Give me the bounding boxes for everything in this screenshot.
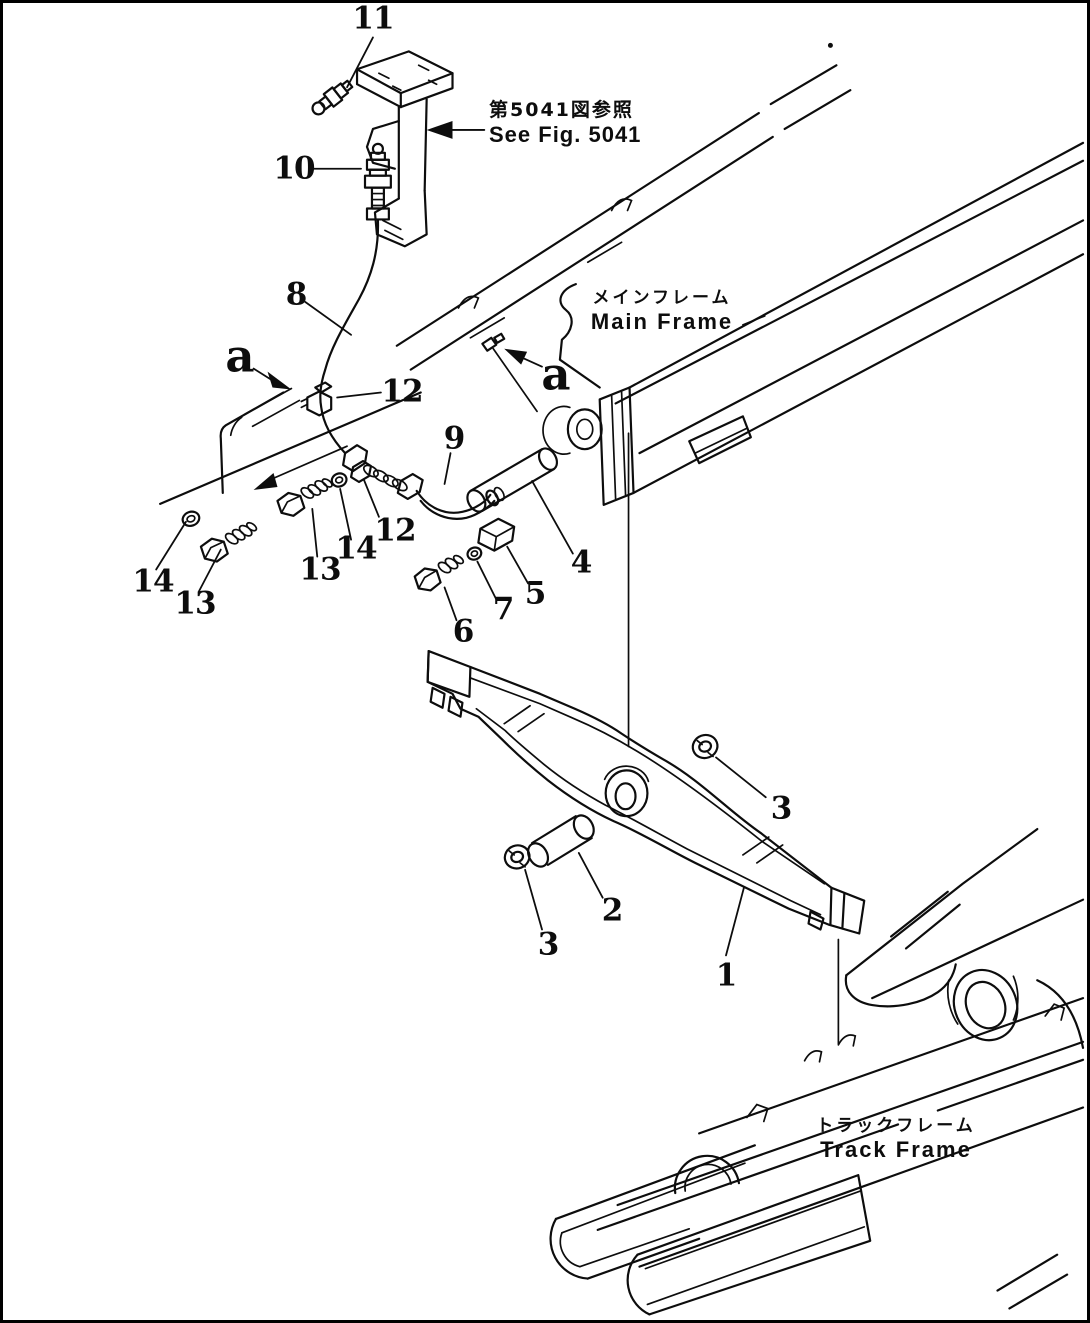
washer-14-left-drawing (181, 510, 201, 528)
part-callout: 2 (601, 892, 624, 929)
section-a-left-arrow-icon (252, 367, 292, 390)
print-speck (827, 42, 833, 48)
main-frame-label-en: Main Frame (590, 308, 734, 334)
part-callout: 9 (443, 420, 466, 457)
leader-lines (155, 36, 767, 957)
bolt-13-mid-drawing (276, 478, 333, 517)
part-callout: 11 (352, 0, 394, 37)
fitting-10-drawing (363, 142, 392, 221)
main-frame-label-jp: メインフレーム (592, 288, 732, 308)
seal-3-left-drawing (503, 844, 531, 870)
part-callout: 12 (381, 373, 423, 410)
part-callout: 13 (174, 585, 216, 622)
equalizer-bar-drawing (426, 649, 866, 935)
bolt-13-left-drawing (199, 521, 258, 563)
grease-nipple-11-drawing (311, 79, 354, 116)
section-marker-a-left: a (225, 329, 255, 383)
part-callout: 3 (770, 790, 793, 827)
part-callout: 7 (492, 591, 515, 628)
seal-3-right-drawing (691, 733, 719, 760)
track-frame-label: トラックフレーム Track Frame (816, 1116, 976, 1162)
track-frame-label-jp: トラックフレーム (816, 1116, 976, 1136)
washer-14-mid-drawing (330, 472, 348, 488)
part-callout: 1 (715, 957, 738, 994)
part-callout: 6 (452, 613, 475, 650)
see-fig-reference-jp: 第5041図参照 (489, 99, 634, 121)
main-frame-drawing (159, 64, 1085, 506)
grease-tube-8-drawing (319, 219, 380, 455)
part-callout: 14 (132, 563, 174, 600)
part-callout: 10 (273, 150, 315, 187)
see-fig-reference-en: See Fig. 5041 (489, 121, 642, 147)
track-frame-drawing (549, 827, 1085, 1316)
bushing-2-drawing (527, 814, 595, 868)
elbow-fitting-drawing (342, 444, 373, 484)
part-callout: 3 (537, 926, 560, 963)
grease-bracket-drawing (355, 50, 454, 248)
diagram-line-art (155, 36, 1085, 1316)
part-callout: 14 (335, 530, 377, 567)
part-callout: 13 (299, 551, 341, 588)
part-callout: 4 (570, 544, 593, 581)
see-fig-arrow-icon (426, 120, 486, 139)
retainer-5-drawing (477, 517, 516, 552)
bolt-6-drawing (413, 554, 465, 592)
section-marker-a-right: a (541, 347, 571, 401)
part-callout: 8 (285, 276, 308, 313)
section-a-right-arrow-icon (504, 348, 543, 368)
clamp-12-drawing (300, 381, 333, 417)
part-callout: 12 (374, 512, 416, 549)
washer-7-drawing (466, 546, 483, 561)
track-frame-label-en: Track Frame (820, 1136, 972, 1162)
main-frame-label: メインフレーム Main Frame (590, 288, 734, 334)
see-fig-reference: 第5041図参照 See Fig. 5041 (489, 99, 641, 148)
pin-4-drawing (466, 447, 559, 513)
part-callout: 5 (524, 575, 547, 612)
